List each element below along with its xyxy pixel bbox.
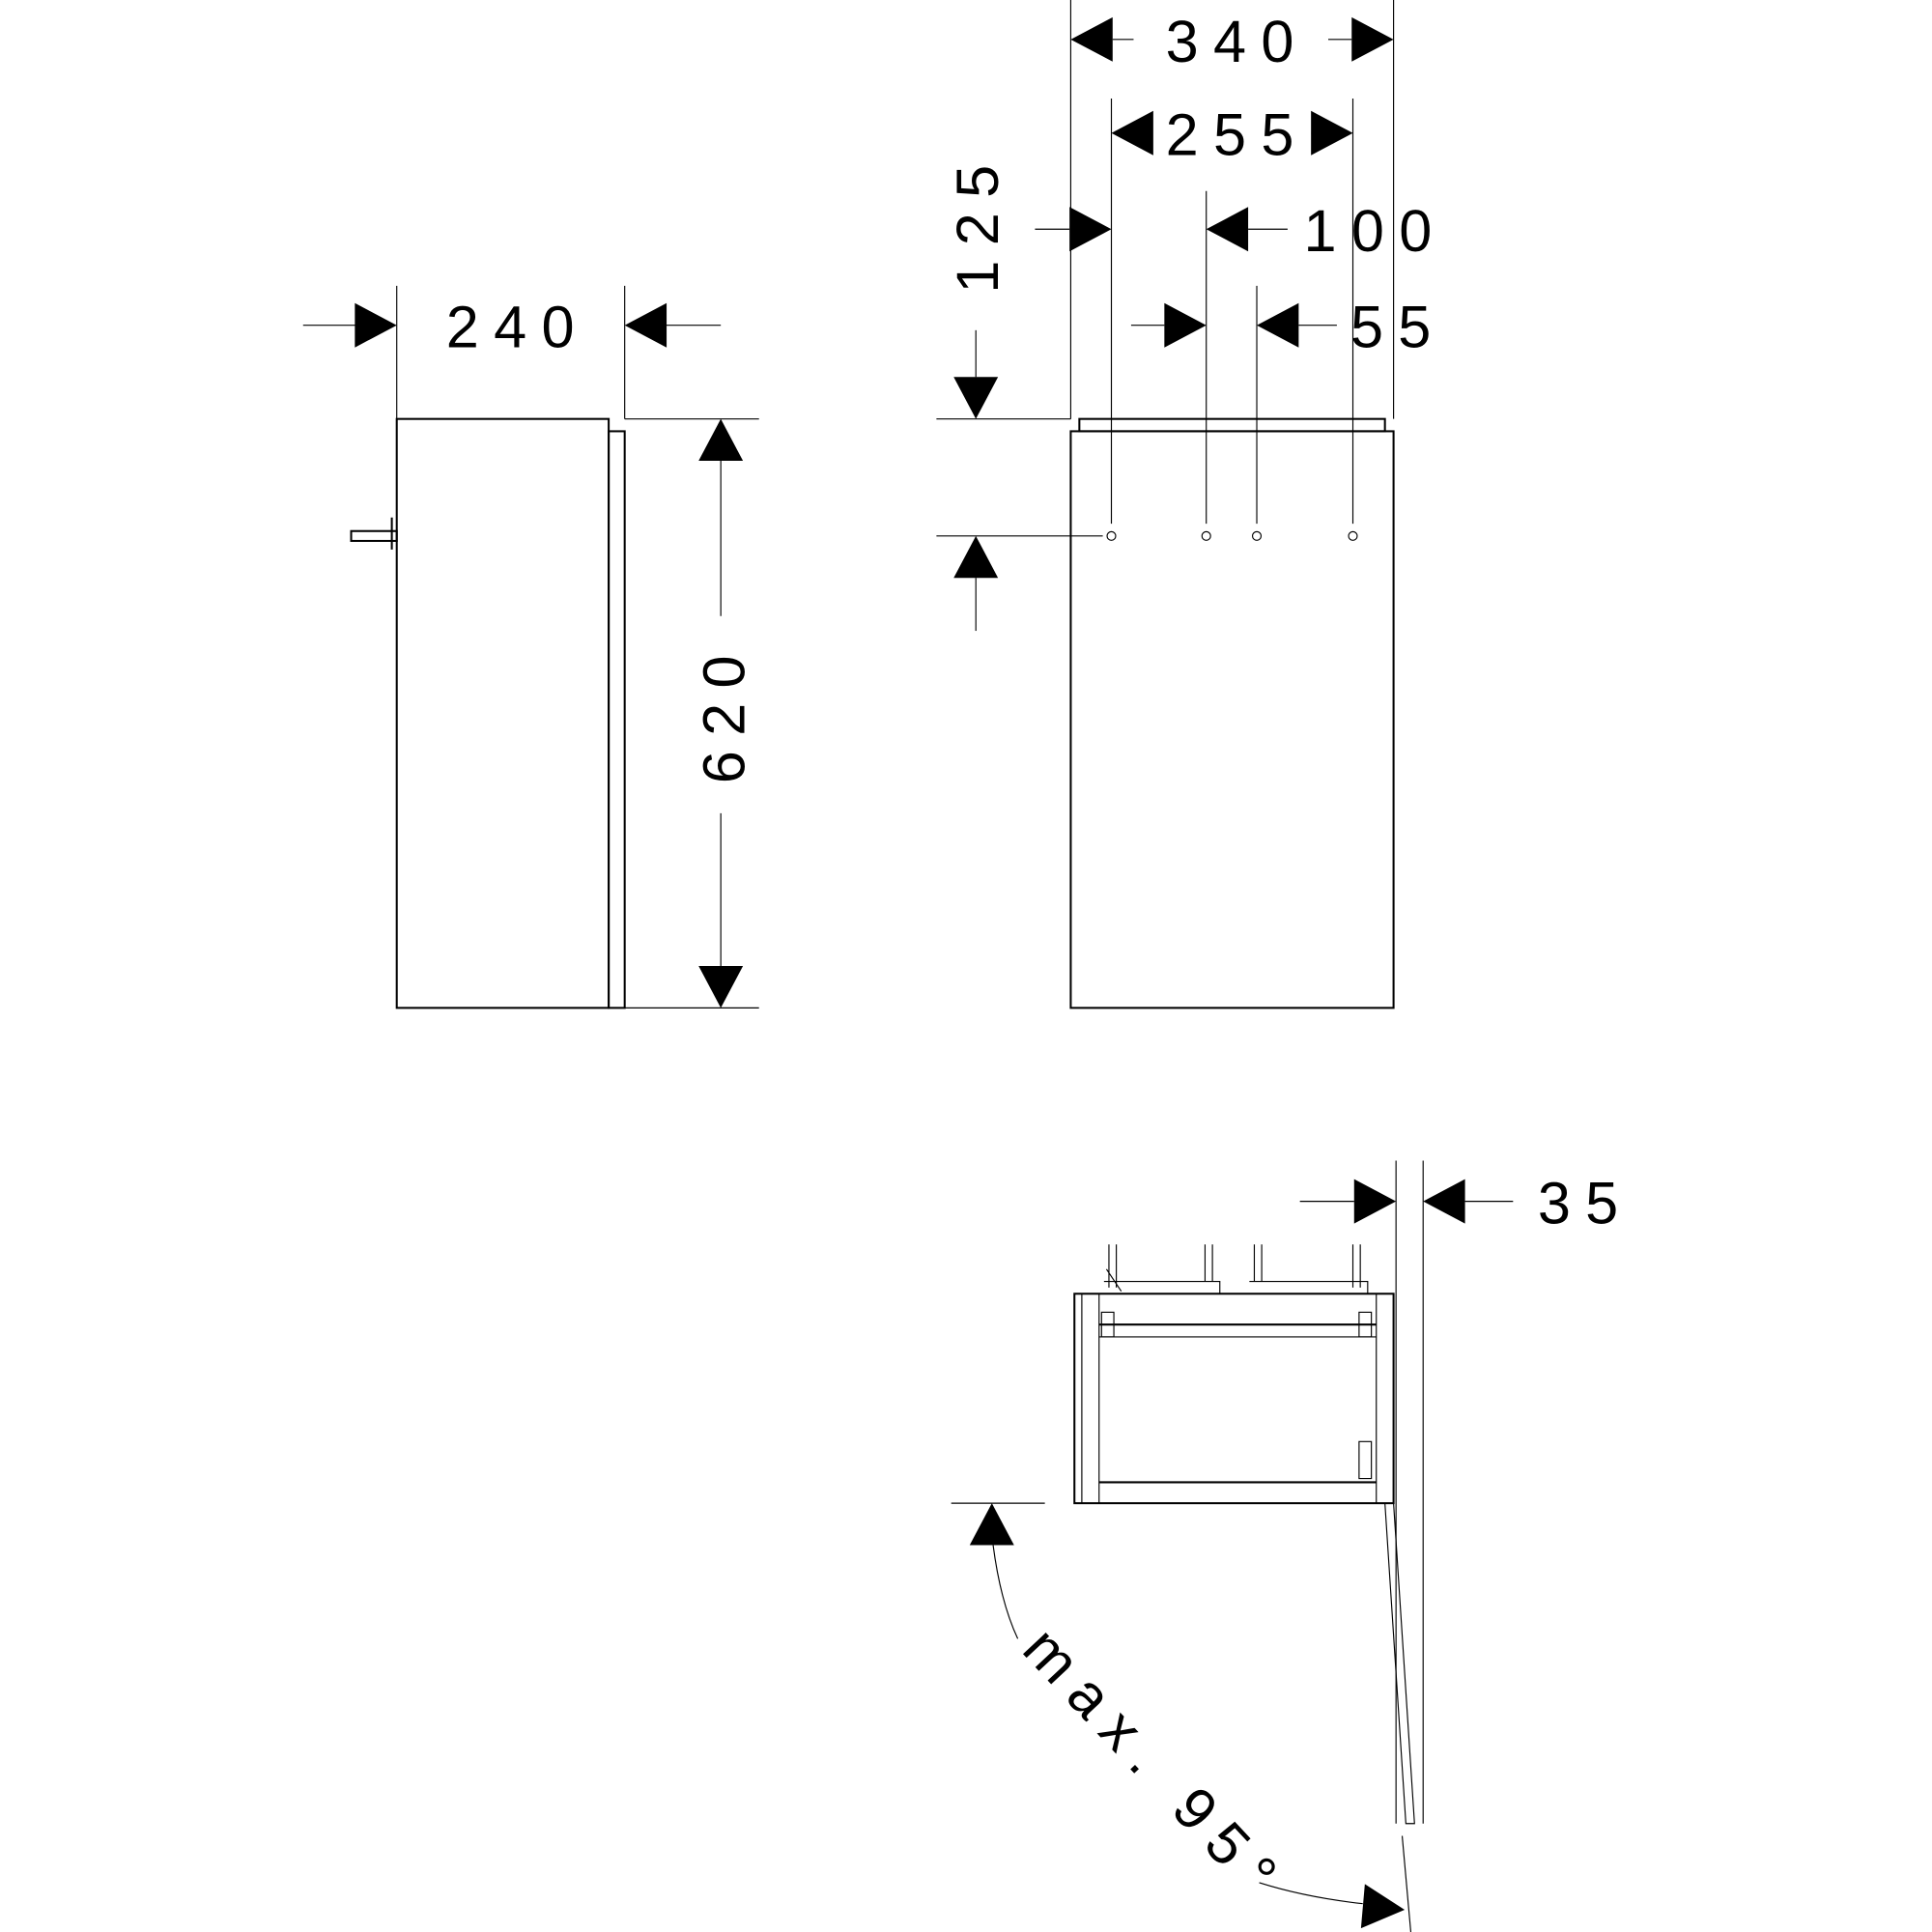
inner-spacing-dimension: 55 <box>1130 295 1446 360</box>
height-label: 620 <box>691 640 756 783</box>
door-edge <box>608 430 626 1009</box>
door-angle-label: max. 95° <box>1011 1615 1299 1918</box>
hanger-bracket-icon <box>350 517 398 550</box>
side-view: 240 620 <box>302 285 759 1009</box>
mounting-holes <box>1069 0 1395 541</box>
cabinet-top <box>1078 417 1386 433</box>
hole-offset-label: 125 <box>945 151 1010 294</box>
door-angle-dimension: max. 95° <box>951 1502 1412 1932</box>
height-dimension: 620 <box>624 418 759 1009</box>
front-view: 340 255 100 55 <box>936 0 1446 1009</box>
hole-spacing-dimension: 255 <box>1111 102 1353 168</box>
hole-offset-dimension: 125 <box>936 151 1103 632</box>
hole-spacing-label: 255 <box>1166 102 1309 168</box>
wall-gap-label: 35 <box>1538 1171 1634 1236</box>
cabinet-front-body <box>1069 430 1395 1009</box>
inner-offset-label: 100 <box>1303 198 1446 264</box>
width-label: 240 <box>446 295 589 360</box>
inner-offset-dimension: 100 <box>1035 198 1446 264</box>
inner-spacing-label: 55 <box>1350 295 1446 360</box>
top-view: 35 max. 95° <box>951 1160 1634 1932</box>
width-dimension: 240 <box>302 285 722 419</box>
open-door <box>1384 1502 1415 1825</box>
cabinet-side-body <box>395 417 611 1009</box>
overall-width-dimension: 340 <box>1070 9 1394 74</box>
overall-width-label: 340 <box>1166 9 1309 74</box>
wall-gap-dimension: 35 <box>1299 1171 1634 1236</box>
wall-brackets-icon <box>1100 1244 1373 1480</box>
